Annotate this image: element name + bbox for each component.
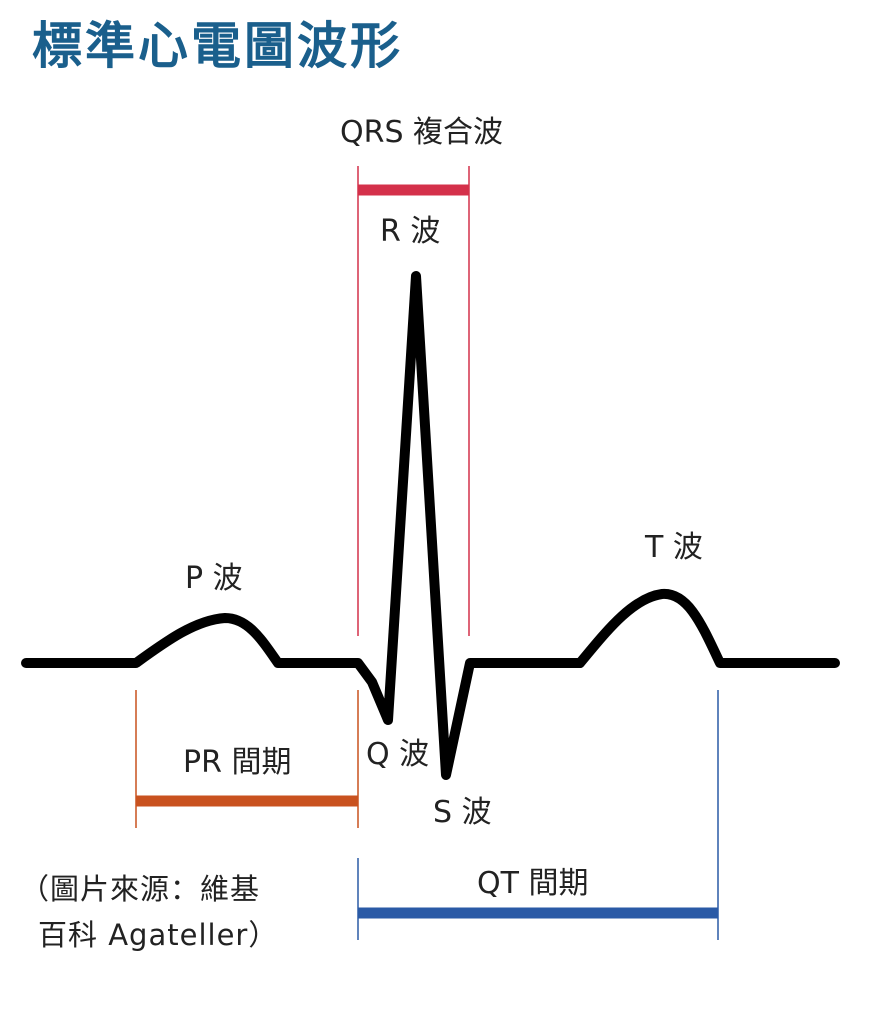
pr-interval-label: PR 間期	[183, 745, 291, 780]
s-wave-label: S 波	[433, 795, 492, 830]
qt-interval-label: QT 間期	[477, 866, 588, 901]
ecg-waveform	[21, 271, 840, 780]
qrs-complex-label: QRS 複合波	[340, 115, 503, 150]
q-wave-label: Q 波	[366, 737, 429, 772]
source-line-2: 百科 Agateller）	[38, 918, 279, 952]
p-wave-label: P 波	[185, 561, 243, 596]
r-wave-label: R 波	[380, 214, 440, 249]
t-wave-label: T 波	[644, 530, 703, 565]
figure-title: 標準心電圖波形	[32, 17, 403, 75]
source-line-1: （圖片來源：維基	[20, 872, 261, 906]
image-source-note: （圖片來源：維基 百科 Agateller）	[20, 866, 278, 958]
